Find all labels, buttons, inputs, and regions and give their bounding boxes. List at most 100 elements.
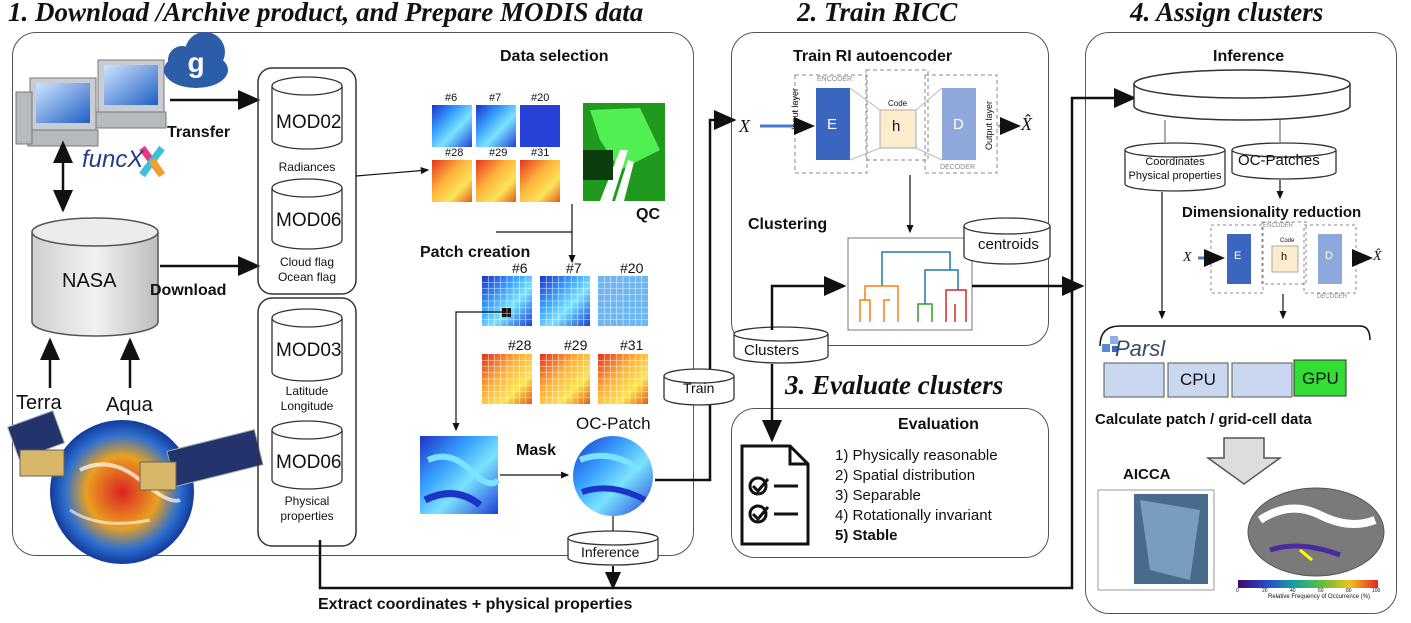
colorbar-tick-20: 20 — [1262, 588, 1268, 594]
nasa-database-icon — [31, 217, 159, 337]
clusters-cylinder-icon — [733, 326, 829, 364]
globus-cloud-icon: g — [164, 32, 228, 88]
aicca-map-right — [1247, 487, 1385, 577]
input-layer-label: Input layer — [790, 87, 800, 130]
aicca-label: AICCA — [1123, 466, 1171, 483]
train-ae-label: Train RI autoencoder — [793, 48, 953, 65]
mask-label: Mask — [516, 442, 557, 459]
qc-label: QC — [636, 206, 660, 223]
colorbar-tick-0: 0 — [1236, 588, 1239, 594]
colorbar-label: Relative Frequency of Occurrence (%) — [1268, 594, 1371, 600]
evaluation-label: Evaluation — [898, 416, 979, 433]
eval-item-5: 5) Stable — [835, 527, 898, 544]
band-label-20: #20 — [531, 92, 550, 104]
patch-label-29: #29 — [564, 337, 588, 353]
oc-patch-label: OC-Patch — [576, 414, 651, 433]
mod03-desc2: Longitude — [280, 399, 334, 413]
nasa-label: NASA — [62, 270, 117, 292]
patch-label-31: #31 — [620, 337, 644, 353]
mod06-cloud-desc2: Ocean flag — [277, 270, 337, 284]
small-e-label: E — [1234, 250, 1242, 262]
small-encoder-label: ENCODER — [1263, 223, 1294, 229]
centroids-label: centroids — [978, 236, 1039, 253]
mod03-cylinder-icon — [271, 308, 343, 382]
inference-cylinder-icon — [567, 530, 659, 566]
band-label-7: #7 — [489, 92, 502, 104]
decoder-d-label: D — [953, 116, 964, 133]
checklist-icon — [740, 444, 810, 546]
clustering-label: Clustering — [748, 216, 828, 233]
small-h-label: h — [1281, 251, 1288, 263]
oc-patches-label: OC-Patches — [1238, 152, 1320, 169]
svg-text:g: g — [187, 47, 204, 78]
mod06-phys-desc2: properties — [280, 509, 334, 523]
data-selection-label: Data selection — [500, 48, 609, 65]
mod06-physical-cylinder-icon — [271, 420, 343, 490]
patch-label-28: #28 — [508, 337, 532, 353]
aqua-label: Aqua — [106, 394, 153, 416]
band-images — [432, 105, 560, 202]
calc-label: Calculate patch / grid-cell data — [1095, 411, 1312, 428]
colorbar-tick-80: 80 — [1346, 588, 1352, 594]
small-x-label: X — [1183, 250, 1192, 265]
patch-label-20: #20 — [620, 260, 644, 276]
train-cylinder-icon — [663, 368, 735, 406]
funcx-logo-icon — [139, 145, 165, 178]
small-xhat-label: X̂ — [1373, 249, 1382, 264]
mod02-cylinder-icon — [271, 76, 343, 150]
section4-heading: 4. Assign clusters — [1130, 0, 1324, 27]
centroids-cylinder-icon — [963, 217, 1051, 265]
mod06-cloud-desc1: Cloud flag — [279, 255, 335, 269]
colorbar-tick-60: 60 — [1318, 588, 1324, 594]
parsl-label: Parsl — [1115, 336, 1166, 361]
coordinates-cylinder-icon — [1124, 142, 1226, 192]
transfer-label: Transfer — [167, 124, 231, 141]
band-label-6: #6 — [445, 92, 458, 104]
colorbar-tick-100: 100 — [1372, 588, 1381, 594]
mod06-phys-desc1: Physical — [284, 494, 330, 508]
earth-satellites-icon — [6, 410, 264, 564]
patch-label-7: #7 — [566, 260, 582, 276]
patch-image — [420, 436, 501, 514]
coordinates-label: Coordinates — [1145, 156, 1205, 168]
inference-database-icon — [1133, 69, 1351, 121]
output-layer-label: Output layer — [984, 100, 994, 150]
prepare-panel — [12, 32, 694, 556]
dim-reduction-label: Dimensionality reduction — [1182, 204, 1362, 221]
train-label: Train — [683, 380, 715, 396]
mod06-phys-label: MOD06 — [276, 452, 342, 473]
colorbar — [1238, 580, 1378, 588]
oc-patches-cylinder-icon — [1231, 142, 1337, 180]
small-decoder-label: DECODER — [1317, 294, 1348, 300]
clusters-label: Clusters — [744, 342, 800, 359]
code-h-label: h — [892, 118, 901, 135]
qc-mask-image — [583, 103, 665, 201]
parsl-logo-icon — [1102, 336, 1118, 352]
cpu-label: CPU — [1180, 370, 1216, 389]
band-label-28: #28 — [445, 147, 464, 159]
oc-patch-image — [573, 436, 653, 516]
section1-heading: 1. Download /Archive product, and Prepar… — [8, 0, 644, 27]
funcx-label: funcX — [82, 146, 144, 173]
band-label-29: #29 — [489, 147, 508, 159]
input-x-label: X — [739, 116, 750, 136]
mod06-cloud-cylinder-icon — [271, 178, 343, 250]
down-arrow-icon — [1205, 437, 1283, 485]
mod03-label: MOD03 — [276, 340, 342, 361]
eval-item-2: 2) Spatial distribution — [835, 467, 976, 484]
code-label: Code — [888, 99, 908, 108]
small-autoencoder-diagram — [1210, 221, 1357, 294]
aicca-map-left — [1097, 489, 1215, 591]
mod02-desc: Radiances — [278, 160, 336, 174]
evaluate-panel — [731, 408, 1049, 558]
small-d-label: D — [1325, 250, 1333, 262]
assign-panel — [1085, 32, 1397, 614]
output-xhat-label: X̂ — [1021, 114, 1032, 134]
dendrogram-chart — [847, 237, 973, 331]
inference-heading: Inference — [1213, 48, 1285, 65]
encoder-label: ENCODER — [817, 76, 853, 83]
mod06-cloud-label: MOD06 — [276, 210, 342, 231]
physical-label: Physical properties — [1128, 170, 1222, 182]
train-panel — [731, 32, 1049, 346]
